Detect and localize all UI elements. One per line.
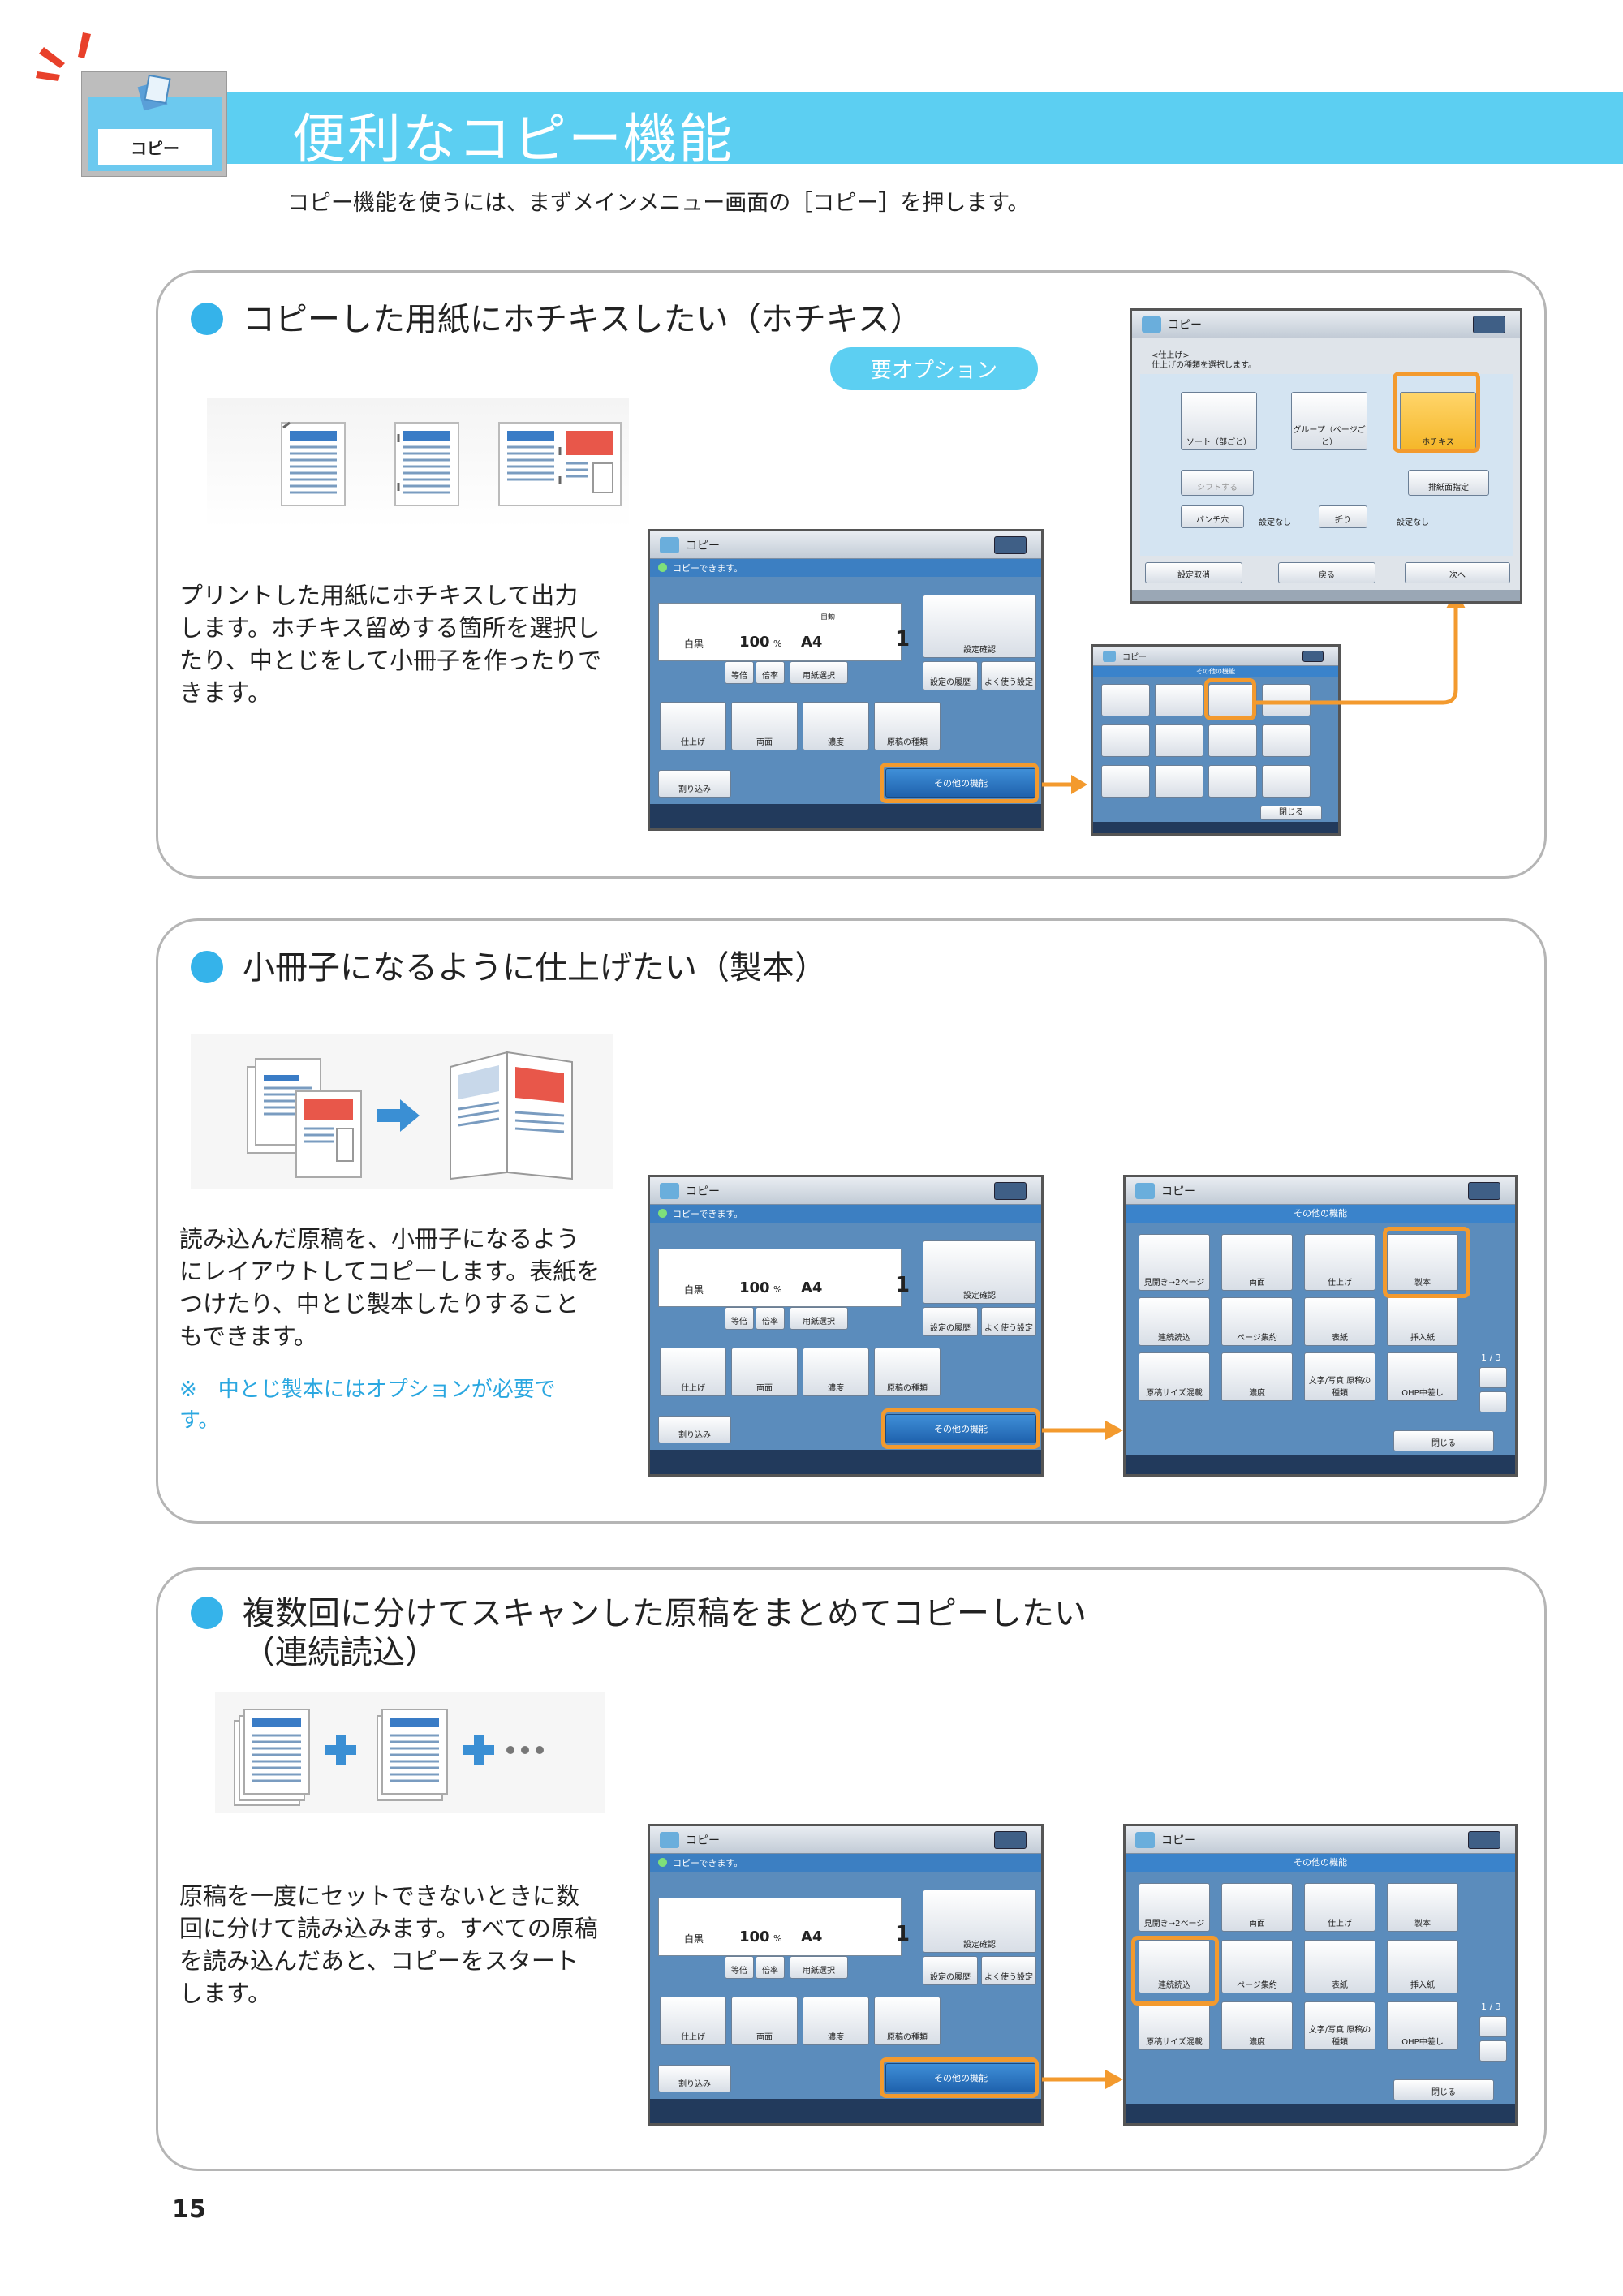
close-button[interactable]: 閉じる bbox=[1393, 1430, 1494, 1451]
duplex-button[interactable]: 両面 bbox=[731, 702, 798, 750]
finishing-instruction: 仕上げの種類を選択します。 bbox=[1152, 361, 1256, 370]
close-button[interactable]: 閉じる bbox=[1393, 2079, 1494, 2100]
booklet-illustration bbox=[191, 1034, 613, 1189]
shift-button[interactable]: シフトする bbox=[1181, 470, 1254, 496]
intro-text: コピー機能を使うには、まずメインメニュー画面の［コピー］を押します。 bbox=[287, 191, 1030, 216]
punch-value: 設定なし bbox=[1259, 518, 1291, 527]
highlight-frame bbox=[1204, 678, 1256, 720]
page-title-band: 便利なコピー機能 bbox=[227, 92, 1623, 170]
multiple-scan-illustration bbox=[215, 1692, 605, 1813]
arrow-right-icon bbox=[1042, 2070, 1123, 2089]
highlight-frame bbox=[1393, 372, 1480, 453]
screen-title: コピー bbox=[686, 539, 720, 553]
arrow-right-icon bbox=[1042, 775, 1087, 794]
highlight-frame bbox=[881, 1408, 1040, 1449]
highlight-frame bbox=[1383, 1227, 1470, 1298]
arrow-up-connector-icon bbox=[1256, 591, 1466, 705]
paper-size: A4 bbox=[801, 634, 823, 651]
highlight-frame bbox=[880, 2057, 1039, 2098]
page-title: 便利なコピー機能 bbox=[292, 108, 734, 170]
section-description: 原稿を一度にセットできないときに数回に分けて読み込みます。すべての原稿を読み込ん… bbox=[179, 1882, 598, 2008]
paper-mode: 自動 bbox=[820, 613, 836, 621]
page-number: 15 bbox=[172, 2195, 206, 2224]
favorites-button[interactable]: よく使う設定 bbox=[981, 661, 1036, 690]
highlight-frame bbox=[880, 763, 1039, 803]
copy-main-screen: コピー コピーできます。 白黒 100 % A4 1 設定確認 等倍 倍率 用紙… bbox=[648, 1824, 1044, 2126]
fold-value: 設定なし bbox=[1397, 518, 1429, 527]
section-title: 小冊子になるように仕上げたい（製本） bbox=[191, 948, 827, 987]
scroll-up-button[interactable] bbox=[1479, 2016, 1507, 2037]
bullet-dot-icon bbox=[191, 1597, 223, 1629]
other-functions-screen: コピー その他の機能 見開き→2ページ 両面 仕上げ 製本 連続読込 ページ集約… bbox=[1123, 1175, 1518, 1477]
history-button[interactable]: 設定の履歴 bbox=[923, 661, 978, 690]
section-title: コピーした用紙にホチキスしたい（ホチキス） bbox=[191, 300, 923, 339]
ratio-button[interactable]: 倍率 bbox=[756, 661, 785, 684]
other-functions-button[interactable]: その他の機能 bbox=[885, 768, 1036, 798]
section-description: 読み込んだ原稿を、小冊子になるようにレイアウトしてコピーします。表紙をつけたり、… bbox=[179, 1225, 601, 1351]
copy-tab-label: コピー bbox=[98, 129, 212, 165]
copy-main-screen: コピー コピーできます。 白黒 100 % A4 自動 1 設定確認 等倍 倍率… bbox=[648, 529, 1044, 831]
scroll-down-button[interactable] bbox=[1479, 1391, 1507, 1412]
output-tray-button[interactable]: 排紙面指定 bbox=[1408, 470, 1489, 496]
attention-burst-icon bbox=[36, 32, 91, 81]
other-functions-header: その他の機能 bbox=[1093, 666, 1338, 677]
sort-button[interactable]: ソート（部ごと） bbox=[1181, 392, 1257, 450]
next-button[interactable]: 次へ bbox=[1405, 562, 1510, 583]
home-button[interactable] bbox=[994, 535, 1027, 554]
section-description: プリントした用紙にホチキスして出力します。ホチキス留めする箇所を選択したり、中と… bbox=[179, 582, 601, 707]
finishing-screen: コピー <仕上げ> 仕上げの種類を選択します。 ソート（部ごと） グループ（ペー… bbox=[1130, 308, 1522, 604]
settings-check-button[interactable]: 設定確認 bbox=[923, 1240, 1036, 1304]
cancel-settings-button[interactable]: 設定取消 bbox=[1145, 562, 1242, 583]
page-indicator: 1 / 3 bbox=[1481, 1352, 1501, 1363]
density-button[interactable]: 濃度 bbox=[803, 702, 869, 750]
settings-check-button[interactable]: 設定確認 bbox=[923, 595, 1036, 658]
arrow-right-icon bbox=[1042, 1421, 1123, 1440]
option-note: ※ 中とじ製本にはオプションが必要です。 bbox=[179, 1378, 556, 1433]
stapled-documents-illustration bbox=[207, 398, 629, 528]
copy-main-screen: コピー コピーできます。 白黒 100 % A4 1 設定確認 等倍 倍率 用紙… bbox=[648, 1175, 1044, 1477]
copy-app-icon bbox=[137, 74, 171, 111]
finishing-subtitle: <仕上げ> bbox=[1152, 351, 1190, 360]
back-button[interactable]: 戻る bbox=[1278, 562, 1375, 583]
bullet-dot-icon bbox=[191, 951, 223, 983]
page-indicator: 1 / 3 bbox=[1481, 2001, 1501, 2012]
other-functions-button[interactable]: その他の機能 bbox=[885, 1414, 1036, 1443]
copy-category-tab: コピー bbox=[81, 71, 227, 177]
same-ratio-button[interactable]: 等倍 bbox=[725, 661, 754, 684]
close-button[interactable]: 閉じる bbox=[1260, 806, 1322, 820]
other-functions-screen: コピー その他の機能 見開き→2ページ 両面 仕上げ 製本 連続読込 ページ集約… bbox=[1123, 1824, 1518, 2126]
interrupt-button[interactable]: 割り込み bbox=[658, 770, 731, 798]
section-title: 複数回に分けてスキャンした原稿をまとめてコピーしたい（連続読込） bbox=[191, 1594, 1087, 1672]
scroll-down-button[interactable] bbox=[1479, 2040, 1507, 2062]
color-mode: 白黒 bbox=[684, 638, 704, 650]
other-functions-header: その他の機能 bbox=[1126, 1854, 1515, 1872]
fold-button[interactable]: 折り bbox=[1319, 505, 1367, 528]
bullet-dot-icon bbox=[191, 303, 223, 335]
settings-check-button[interactable]: 設定確認 bbox=[923, 1890, 1036, 1953]
finishing-button[interactable]: 仕上げ bbox=[660, 702, 726, 750]
copy-count: 1 bbox=[895, 627, 911, 651]
ratio-unit: % bbox=[773, 638, 782, 649]
other-functions-screen-small: コピー その他の機能 閉じる bbox=[1091, 644, 1341, 836]
highlight-frame bbox=[1131, 1936, 1219, 2006]
copy-app-icon bbox=[660, 536, 679, 553]
staple-button[interactable]: ホチキス bbox=[1400, 392, 1476, 450]
option-required-badge: 要オプション bbox=[830, 347, 1039, 390]
ratio-value: 100 bbox=[739, 634, 770, 651]
booklet-button[interactable]: 製本 bbox=[1387, 1234, 1458, 1291]
other-functions-button[interactable]: その他の機能 bbox=[885, 2063, 1036, 2092]
punch-button[interactable]: パンチ穴 bbox=[1181, 505, 1244, 528]
paper-select-button[interactable]: 用紙選択 bbox=[790, 661, 848, 684]
status-message: コピーできます。 bbox=[650, 559, 1041, 577]
original-type-button[interactable]: 原稿の種類 bbox=[874, 702, 941, 750]
continuous-scan-button[interactable]: 連続読込 bbox=[1139, 1940, 1210, 1993]
other-functions-header: その他の機能 bbox=[1126, 1205, 1515, 1223]
scroll-up-button[interactable] bbox=[1479, 1367, 1507, 1388]
group-button[interactable]: グループ（ページごと） bbox=[1291, 392, 1367, 450]
